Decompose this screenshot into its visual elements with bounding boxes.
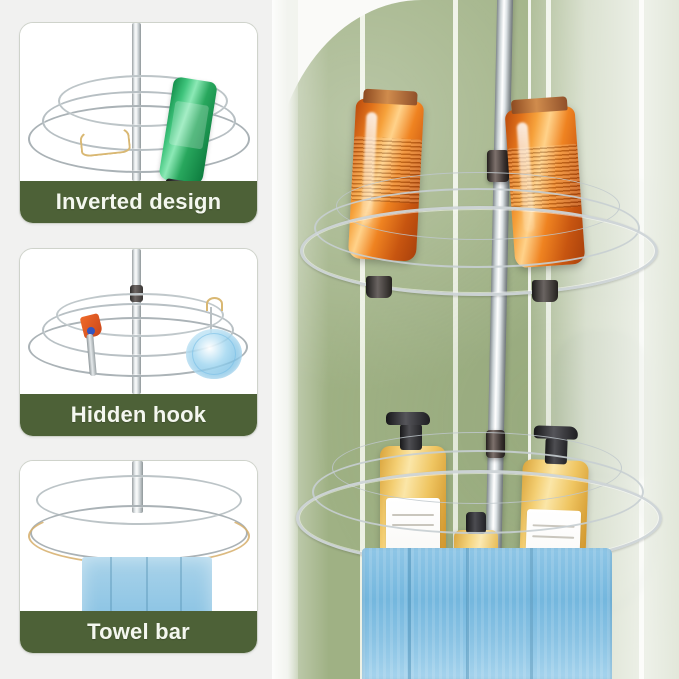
towel-fold <box>408 548 411 679</box>
feature-art-inverted-design <box>20 23 257 181</box>
bottle-cap <box>362 88 418 106</box>
feature-label-bar: Hidden hook <box>20 394 257 436</box>
towel-fold <box>530 548 533 679</box>
blue-loofah-icon <box>186 329 242 379</box>
shelf-outer-rail <box>300 206 658 296</box>
wire-basket-icon <box>28 475 250 565</box>
towel-fold <box>180 557 182 611</box>
basket-top-rail <box>56 293 224 337</box>
wire-basket-icon <box>28 73 250 181</box>
bottle-cap <box>510 96 568 115</box>
feature-panel-column: Inverted design <box>0 0 270 679</box>
pump-nozzle <box>386 412 430 425</box>
towel-sheen <box>362 548 612 679</box>
feature-panel-inverted-design[interactable]: Inverted design <box>19 22 258 224</box>
blue-towel <box>362 548 612 679</box>
feature-panel-towel-bar[interactable]: Towel bar <box>19 460 258 654</box>
hidden-hook-icon <box>206 297 223 311</box>
feature-label-text: Inverted design <box>55 189 222 214</box>
left-light-edge <box>272 0 298 679</box>
razor-handle <box>86 333 97 377</box>
towel-fold <box>110 557 112 611</box>
towel-fold <box>146 557 148 611</box>
bottle-foot-cap-right <box>532 280 558 302</box>
feature-art-towel-bar <box>20 461 257 611</box>
orange-razor-icon <box>79 313 104 377</box>
bottle-foot-cap-left <box>366 276 392 298</box>
razor-dot <box>87 327 95 335</box>
feature-panel-hidden-hook[interactable]: Hidden hook <box>19 248 258 437</box>
blue-towel-icon <box>82 557 212 611</box>
bottle-label <box>168 100 210 150</box>
loofah-string <box>210 307 212 333</box>
product-lifestyle-photo <box>272 0 679 679</box>
feature-label-text: Hidden hook <box>70 402 207 427</box>
lower-shelf-basket <box>296 430 664 566</box>
glass-panel-edge <box>528 0 531 679</box>
upper-shelf-basket <box>300 168 660 302</box>
feature-label-text: Towel bar <box>87 619 190 644</box>
basket-top-rail <box>58 75 228 127</box>
feature-art-hidden-hook <box>20 249 257 394</box>
towel-fold <box>466 548 469 679</box>
feature-label-bar: Towel bar <box>20 611 257 653</box>
feature-label-bar: Inverted design <box>20 181 257 223</box>
wire-basket-icon <box>28 293 250 383</box>
